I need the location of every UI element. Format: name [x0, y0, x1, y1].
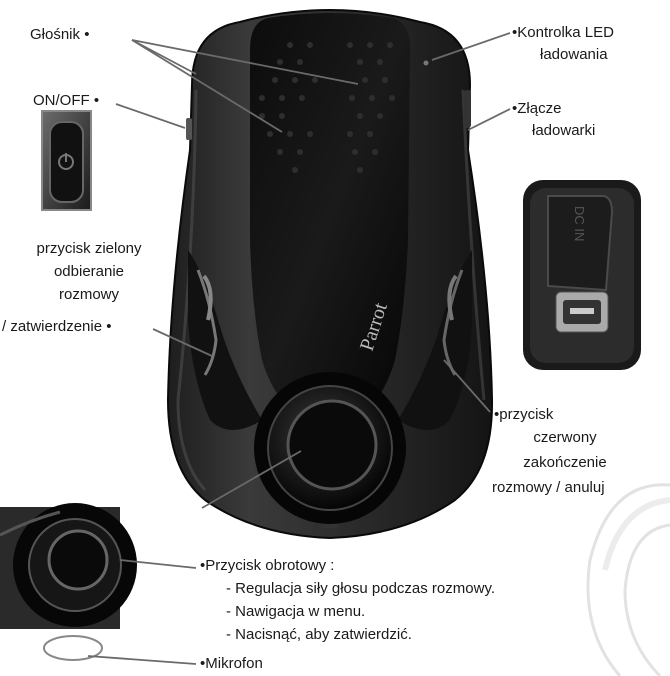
label-mic: Mikrofon	[200, 653, 263, 674]
label-rotary-item-1: - Regulacja siły głosu podczas rozmowy.	[226, 580, 495, 597]
label-red-line2: czerwony	[533, 429, 597, 446]
microphone-inset-image	[0, 503, 137, 629]
label-green-line3: rozmowy	[58, 286, 119, 303]
label-rotary-item-3: - Nacisnąć, aby zatwierdzić.	[226, 626, 412, 643]
label-speaker: Głośnik	[30, 24, 89, 45]
leader-rotary	[201, 450, 302, 509]
label-charger-line1: Złącze	[512, 98, 561, 119]
leader-onoff	[115, 103, 186, 129]
label-green-line4: / zatwierdzenie	[2, 316, 111, 337]
leader-led	[431, 32, 511, 61]
leader-speaker-3	[131, 39, 359, 85]
speaker-panel	[250, 13, 410, 420]
leader-speaker-2	[131, 39, 283, 133]
leader-green	[152, 328, 213, 357]
dc-in-inset-image: DC IN	[523, 180, 641, 370]
label-red-line1: przycisk	[494, 404, 553, 425]
leader-red	[443, 359, 491, 413]
label-green-line2: odbieranie	[53, 263, 125, 280]
rotary-knob-center	[286, 399, 378, 491]
label-onoff: ON/OFF	[33, 90, 99, 111]
label-rotary-item-2: - Nawigacja w menu.	[226, 603, 366, 620]
dc-in-label: DC IN	[572, 206, 587, 241]
onoff-side-switch	[186, 118, 192, 140]
speaker-grille	[259, 42, 395, 173]
onoff-inset-image	[41, 110, 92, 211]
charger-port	[464, 90, 471, 128]
leader-mic	[87, 655, 197, 665]
led-indicator	[423, 60, 429, 66]
leader-rotary-inset	[119, 559, 197, 569]
leader-charger	[467, 108, 511, 131]
decorative-corner-graphic	[586, 483, 670, 676]
label-red-line3: zakończenie	[523, 454, 607, 471]
label-led-line1: Kontrolka LED	[512, 22, 614, 43]
microphone-highlight-ring	[43, 635, 103, 661]
label-green-line1: przycisk zielony	[36, 240, 142, 257]
label-rotary-title: Przycisk obrotowy :	[200, 555, 334, 576]
label-charger-line2: ładowarki	[532, 122, 596, 139]
label-red-line4: rozmowy / anuluj	[492, 479, 605, 496]
label-led-line2: ładowania	[540, 46, 608, 63]
